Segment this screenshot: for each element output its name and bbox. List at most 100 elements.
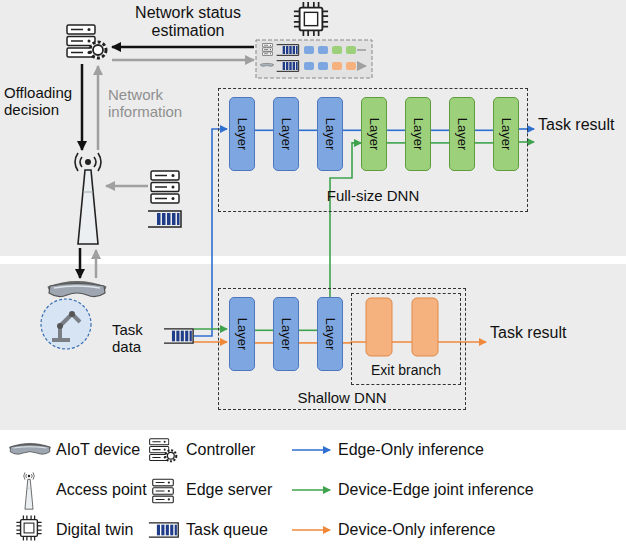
flow-connector (475, 142, 493, 144)
drawing-part (518, 128, 534, 130)
layer-box: Layer (229, 97, 255, 171)
annotation-text: Offloading decision (4, 84, 80, 119)
drawing-part (106, 185, 148, 188)
drawing-part (412, 298, 438, 356)
flow-connector (299, 329, 317, 331)
flow-connector (255, 130, 273, 132)
legend-text: Task queue (186, 521, 268, 539)
flow-connector (387, 142, 405, 144)
drawing-part (318, 62, 328, 70)
legend-text: Device-Edge joint inference (338, 481, 534, 499)
drawing-part (164, 329, 193, 343)
drawing-part (262, 44, 272, 56)
flow-connector (431, 142, 449, 144)
legend-text: Device-Only inference (338, 521, 495, 539)
signal-arrows (80, 47, 254, 278)
drawing-part (95, 250, 98, 278)
drawing-part (294, 2, 328, 36)
flow-connector (343, 130, 361, 132)
drawing-part (366, 298, 392, 356)
drawing-part (16, 515, 41, 540)
dnn-group-box: Shallow DNN Layer Layer LayerExit branch (218, 288, 466, 410)
layer-label: Layer (455, 118, 470, 151)
layer-box: Layer (317, 297, 343, 371)
drawing-part (194, 341, 227, 343)
drawing-part (0, 264, 626, 430)
drawing-part (332, 62, 342, 70)
drawing-part (304, 46, 314, 54)
layer-box: Layer (449, 97, 475, 171)
layer-label: Layer (323, 118, 338, 151)
drawing-part (67, 25, 106, 58)
annotation-text: Network status estimation (118, 4, 258, 41)
layer-label: Layer (411, 118, 426, 151)
layer-label: Layer (499, 118, 514, 151)
layer-box: Layer (317, 97, 343, 171)
layer-label: Layer (235, 318, 250, 351)
drawing-part (438, 341, 486, 343)
group-label: Exit branch (352, 362, 460, 378)
drawing-part (277, 61, 299, 72)
layer-label: Layer (235, 118, 250, 151)
annotation-text: Network information (108, 86, 196, 121)
legend-samples (9, 439, 330, 541)
flow-connector (431, 130, 449, 132)
dnn-group-box: Full-size DNN Layer Layer Layer Layer Layer La… (218, 88, 528, 212)
flow-connector (387, 130, 405, 132)
drawing-part (357, 50, 366, 66)
drawing-part (79, 248, 82, 278)
flow-connector (343, 342, 351, 344)
layer-box: Layer (405, 97, 431, 171)
drawing-part (112, 59, 254, 62)
flow-connector (255, 342, 273, 344)
layer-label: Layer (323, 318, 338, 351)
drawing-part (194, 328, 227, 330)
drawing-part (304, 62, 314, 70)
layer-box: Layer (273, 97, 299, 171)
group-label: Full-size DNN (219, 187, 527, 204)
annotation-text: Task data (112, 321, 162, 356)
legend-text: Edge-Only inference (338, 441, 484, 459)
drawing-part (75, 153, 101, 244)
drawing-part (48, 283, 106, 297)
flow-connector (255, 329, 273, 331)
panels (0, 0, 626, 430)
drawing-part (153, 479, 174, 502)
drawing-part (57, 323, 63, 329)
drawing-part (292, 449, 330, 451)
drawing-part (41, 299, 91, 349)
drawing-part (52, 314, 80, 340)
drawing-part (9, 444, 50, 454)
flow-connector (299, 130, 317, 132)
legend-text: Access point (56, 481, 147, 499)
drawing-part (518, 141, 534, 143)
drawing-part (150, 439, 177, 462)
drawing-part (69, 311, 75, 317)
annotation-text: Task result (490, 324, 570, 342)
legend-text: Edge server (186, 481, 272, 499)
drawing-part (260, 63, 273, 66)
layer-box: Layer (273, 297, 299, 371)
drawing-part (332, 46, 342, 54)
drawing-part (256, 40, 372, 78)
layer-box: Layer (493, 97, 519, 171)
flow-connector (299, 342, 317, 344)
drawing-part (292, 489, 330, 491)
group-label: Shallow DNN (219, 389, 465, 406)
drawing-part (194, 129, 227, 336)
drawing-part (292, 529, 330, 531)
drawing-part (318, 46, 328, 54)
drawing-part (148, 211, 181, 227)
drawing-part (346, 46, 356, 54)
drawing-part (0, 0, 626, 256)
drawing-part (97, 66, 100, 150)
drawing-part (112, 46, 254, 49)
legend-text: Controller (186, 441, 255, 459)
layer-label: Layer (279, 118, 294, 151)
drawing-part (346, 62, 356, 70)
layer-label: Layer (279, 318, 294, 351)
drawing-part (151, 171, 179, 203)
